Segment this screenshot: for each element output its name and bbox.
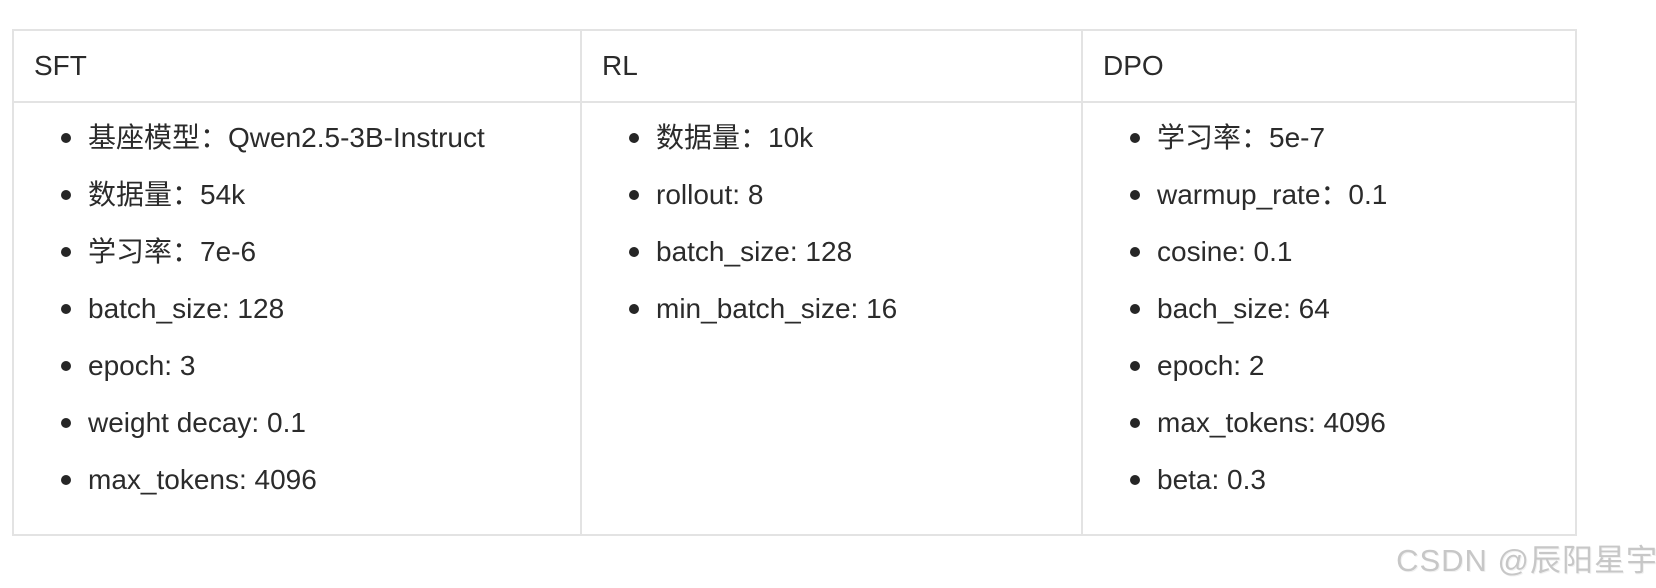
list-item: max_tokens: 4096 <box>14 451 580 508</box>
rl-param-list: 数据量：10k rollout: 8 batch_size: 128 min_b… <box>582 109 1081 337</box>
list-item: 数据量：54k <box>14 166 580 223</box>
list-item: max_tokens: 4096 <box>1083 394 1575 451</box>
list-item: batch_size: 128 <box>582 223 1081 280</box>
list-item: 基座模型：Qwen2.5-3B-Instruct <box>14 109 580 166</box>
table-column-sft: SFT 基座模型：Qwen2.5-3B-Instruct 数据量：54k 学习率… <box>14 31 582 534</box>
sft-param-list: 基座模型：Qwen2.5-3B-Instruct 数据量：54k 学习率：7e-… <box>14 109 580 508</box>
list-item: beta: 0.3 <box>1083 451 1575 508</box>
list-item: weight decay: 0.1 <box>14 394 580 451</box>
list-item: batch_size: 128 <box>14 280 580 337</box>
list-item: warmup_rate：0.1 <box>1083 166 1575 223</box>
list-item: cosine: 0.1 <box>1083 223 1575 280</box>
hyperparameter-table: SFT 基座模型：Qwen2.5-3B-Instruct 数据量：54k 学习率… <box>12 29 1577 536</box>
column-header-dpo: DPO <box>1083 31 1575 103</box>
table-column-rl: RL 数据量：10k rollout: 8 batch_size: 128 mi… <box>582 31 1083 534</box>
table-column-dpo: DPO 学习率：5e-7 warmup_rate：0.1 cosine: 0.1… <box>1083 31 1575 534</box>
column-header-rl: RL <box>582 31 1081 103</box>
list-item: epoch: 3 <box>14 337 580 394</box>
csdn-watermark: CSDN @辰阳星宇 <box>1396 543 1656 578</box>
list-item: rollout: 8 <box>582 166 1081 223</box>
list-item: 数据量：10k <box>582 109 1081 166</box>
dpo-param-list: 学习率：5e-7 warmup_rate：0.1 cosine: 0.1 bac… <box>1083 109 1575 508</box>
list-item: 学习率：7e-6 <box>14 223 580 280</box>
column-header-sft: SFT <box>14 31 580 103</box>
list-item: min_batch_size: 16 <box>582 280 1081 337</box>
list-item: bach_size: 64 <box>1083 280 1575 337</box>
list-item: 学习率：5e-7 <box>1083 109 1575 166</box>
list-item: epoch: 2 <box>1083 337 1575 394</box>
